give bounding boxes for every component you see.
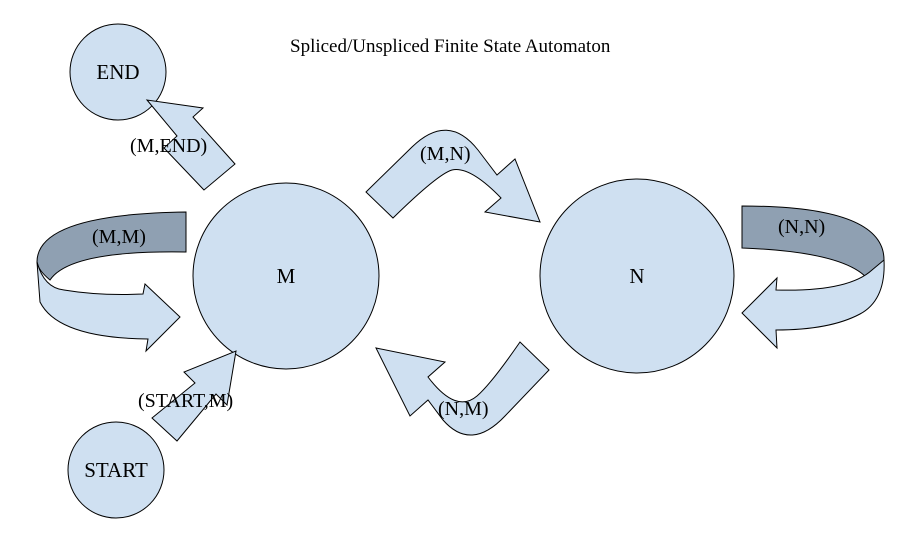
transition-n-n: (N,N) — [741, 205, 885, 350]
transition-m-n-arrow — [365, 129, 541, 223]
transition-start-m: (START,M) — [138, 350, 237, 442]
transition-m-m-band-front — [36, 261, 181, 353]
state-start-label: START — [84, 458, 148, 482]
transition-n-m-label: (N,M) — [438, 398, 489, 420]
transition-m-end-arrow — [145, 99, 236, 191]
transition-start-m-label: (START,M) — [138, 390, 233, 412]
transition-m-m: (M,M) — [36, 211, 187, 353]
transition-m-m-label: (M,M) — [92, 226, 146, 248]
transition-m-end: (M,END) — [130, 99, 236, 191]
transition-n-m: (N,M) — [375, 341, 550, 436]
transition-n-n-band-front — [741, 258, 885, 350]
state-m-label: M — [277, 264, 296, 288]
state-m-circle — [192, 182, 380, 370]
state-n: N — [539, 178, 735, 374]
diagram-title: Spliced/Unspliced Finite State Automaton — [290, 36, 611, 57]
state-end: END — [69, 23, 167, 121]
state-start-circle — [67, 421, 165, 519]
state-end-circle — [69, 23, 167, 121]
transition-start-m-arrow — [151, 350, 237, 442]
transition-n-n-label: (N,N) — [778, 216, 825, 238]
transition-m-n-label: (M,N) — [420, 143, 471, 165]
transition-m-n: (M,N) — [365, 129, 541, 223]
state-start: START — [67, 421, 165, 519]
transition-m-m-band-back — [36, 211, 187, 281]
transition-n-m-arrow — [375, 341, 550, 436]
state-n-circle — [539, 178, 735, 374]
transition-m-end-label: (M,END) — [130, 135, 207, 157]
state-end-label: END — [96, 60, 139, 84]
state-n-label: N — [629, 264, 644, 288]
state-m: M — [192, 182, 380, 370]
